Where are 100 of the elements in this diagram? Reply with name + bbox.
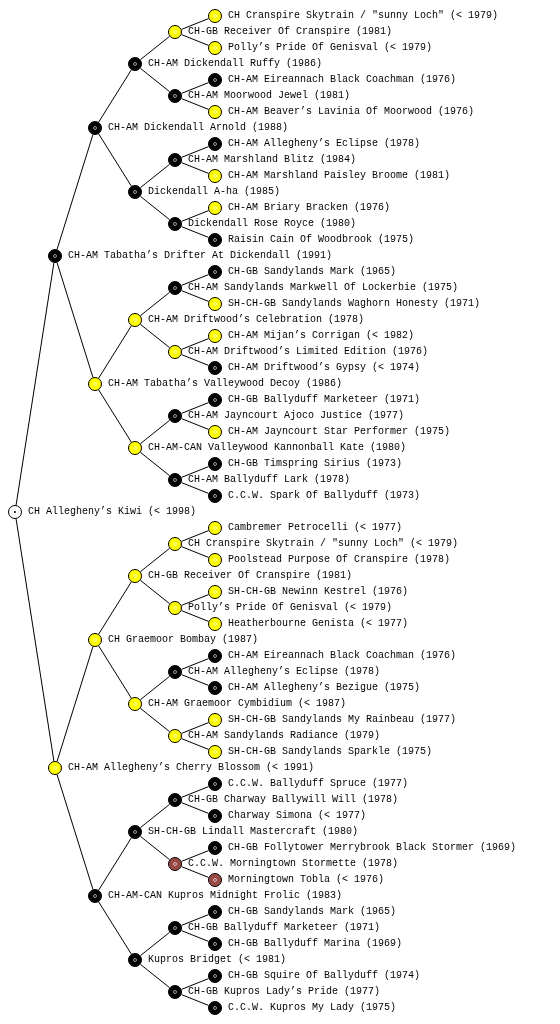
dog-name: Morningtown Tobla (< 1976) <box>228 874 385 886</box>
dog-name: CH-AM Tabatha’s Valleywood Decoy (1986) <box>108 378 343 390</box>
connector-line <box>139 35 171 61</box>
dog-name: CH-AM Jayncourt Star Performer (1975) <box>228 426 451 438</box>
connector-line <box>181 98 209 110</box>
dog-name: CH-AM Mijan’s Corrigan (< 1982) <box>228 330 415 342</box>
connector-line <box>181 18 209 30</box>
dog-name: CH-AM Allegheny’s Eclipse (1978) <box>188 666 381 678</box>
connector-line <box>56 774 94 890</box>
connector-line <box>139 451 171 477</box>
connector-line <box>139 579 171 605</box>
dog-name: C.C.W. Ballyduff Spruce (1977) <box>228 778 409 790</box>
connector-line <box>139 419 171 445</box>
connector-line <box>139 323 171 349</box>
connector-line <box>181 914 209 926</box>
connector-line <box>56 134 94 250</box>
dog-name: CH-AM Dickendall Arnold (1988) <box>108 122 289 134</box>
dog-name: CH-AM Eireannach Black Coachman (1976) <box>228 650 457 662</box>
dog-name: Charway Simona (< 1977) <box>228 810 367 822</box>
connector-line <box>139 931 171 957</box>
dog-name: CH-GB Timspring Sirius (1973) <box>228 458 403 470</box>
dog-name: CH-AM Marshland Paisley Broome (1981) <box>228 170 451 182</box>
connector-line <box>98 837 132 891</box>
connector-line <box>139 547 171 573</box>
dog-name: CH-AM Allegheny’s Eclipse (1978) <box>228 138 421 150</box>
dog-name: C.C.W. Spark Of Ballyduff (1973) <box>228 490 421 502</box>
connector-line <box>181 802 209 814</box>
connector-line <box>139 67 171 93</box>
dog-name: Dickendall A-ha (1985) <box>148 186 281 198</box>
connector-line <box>98 901 132 955</box>
dog-name: CH-AM Driftwood’s Limited Edition (1976) <box>188 346 429 358</box>
dog-name: CH Cranspire Skytrain / "sunny Loch" (< 1979) <box>228 10 499 22</box>
dog-name: SH-CH-GB Sandylands Sparkle (1975) <box>228 746 433 758</box>
dog-name: CH-AM Allegheny’s Cherry Blossom (< 1991) <box>68 762 315 774</box>
dog-name: CH-GB Follytower Merrybrook Black Stormer (1969) <box>228 842 517 854</box>
dog-name: SH-CH-GB Newinn Kestrel (1976) <box>228 586 409 598</box>
connector-line <box>181 34 209 46</box>
connector-line <box>139 803 171 829</box>
connector-line <box>139 291 171 317</box>
connector-line <box>15 262 55 506</box>
connector-line <box>181 210 209 222</box>
dog-name: CH-GB Squire Of Ballyduff (1974) <box>228 970 421 982</box>
connector-line <box>181 786 209 798</box>
connector-line <box>181 978 209 990</box>
dog-name: Dickendall Rose Royce (1980) <box>188 218 357 230</box>
connector-line <box>98 581 132 635</box>
dog-name: CH-GB Sandylands Mark (1965) <box>228 266 397 278</box>
connector-line <box>181 994 209 1006</box>
dog-name: CH-AM Graemoor Cymbidium (< 1987) <box>148 698 347 710</box>
connector-line <box>139 963 171 989</box>
connector-line <box>181 546 209 558</box>
connector-line <box>181 594 209 606</box>
dog-name: CH-GB Receiver Of Cranspire (1981) <box>188 26 393 38</box>
dog-name: CH-AM Sandylands Markwell Of Lockerbie (1975) <box>188 282 459 294</box>
dog-name: CH-AM Driftwood’s Celebration (1978) <box>148 314 365 326</box>
connector-line <box>181 658 209 670</box>
dog-name: CH-AM Jayncourt Ajoco Justice (1977) <box>188 410 405 422</box>
connector-line <box>181 466 209 478</box>
connector-line <box>181 162 209 174</box>
connector-line <box>181 674 209 686</box>
connector-line <box>181 402 209 414</box>
connector-line <box>98 389 132 443</box>
connector-line <box>181 354 209 366</box>
dog-name: C.C.W. Morningtown Stormette (1978) <box>188 858 399 870</box>
connector-line <box>15 518 55 762</box>
connector-line <box>181 338 209 350</box>
connector-line <box>181 722 209 734</box>
connector-line <box>139 195 171 221</box>
connector-line <box>181 482 209 494</box>
connector-line <box>139 163 171 189</box>
dog-name: CH-AM-CAN Kupros Midnight Frolic (1983) <box>108 890 343 902</box>
dog-name: CH-AM Moorwood Jewel (1981) <box>188 90 351 102</box>
dog-name: Polly’s Pride Of Genisval (< 1979) <box>228 42 433 54</box>
dog-name: CH-AM Briary Bracken (1976) <box>228 202 391 214</box>
dog-name: CH-AM Beaver’s Lavinia Of Moorwood (1976) <box>228 106 475 118</box>
dog-name: Heatherbourne Genista (< 1977) <box>228 618 409 630</box>
dog-name: CH-AM-CAN Valleywood Kannonball Kate (1980) <box>148 442 407 454</box>
connector-line <box>181 418 209 430</box>
dog-name: CH-AM Driftwood’s Gypsy (< 1974) <box>228 362 421 374</box>
dog-name: SH-CH-GB Sandylands My Rainbeau (1977) <box>228 714 457 726</box>
connector-line <box>139 707 171 733</box>
dog-name: CH-AM Eireannach Black Coachman (1976) <box>228 74 457 86</box>
dog-name: Kupros Bridget (< 1981) <box>148 954 287 966</box>
connector-line <box>181 146 209 158</box>
dog-name: Polly’s Pride Of Genisval (< 1979) <box>188 602 393 614</box>
connector-line <box>181 850 209 862</box>
dog-name: CH-AM Sandylands Radiance (1979) <box>188 730 381 742</box>
connector-line <box>181 290 209 302</box>
connector-line <box>98 645 132 699</box>
dog-name: SH-CH-GB Lindall Mastercraft (1980) <box>148 826 359 838</box>
dog-name: CH-GB Ballyduff Marina (1969) <box>228 938 403 950</box>
dog-name: CH Graemoor Bombay (1987) <box>108 634 259 646</box>
connector-line <box>181 930 209 942</box>
connector-line <box>98 133 132 187</box>
dog-name: CH-GB Kupros Lady’s Pride (1977) <box>188 986 381 998</box>
connector-line <box>98 69 132 123</box>
connector-line <box>181 274 209 286</box>
connector-line <box>181 82 209 94</box>
dog-name: CH-AM Tabatha’s Drifter At Dickendall (1991) <box>68 250 333 262</box>
dog-name: Cambremer Petrocelli (< 1977) <box>228 522 403 534</box>
